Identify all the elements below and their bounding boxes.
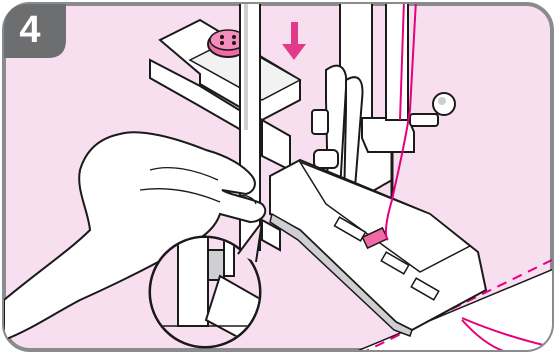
step-number: 4 <box>0 4 60 56</box>
step-badge: 4 <box>0 0 64 60</box>
foot-clip <box>312 110 328 134</box>
foot-knob <box>314 150 338 168</box>
screw-highlight <box>438 97 446 105</box>
lever-shade <box>244 0 248 130</box>
needle-screw <box>410 114 438 126</box>
needle-bar <box>386 0 408 120</box>
